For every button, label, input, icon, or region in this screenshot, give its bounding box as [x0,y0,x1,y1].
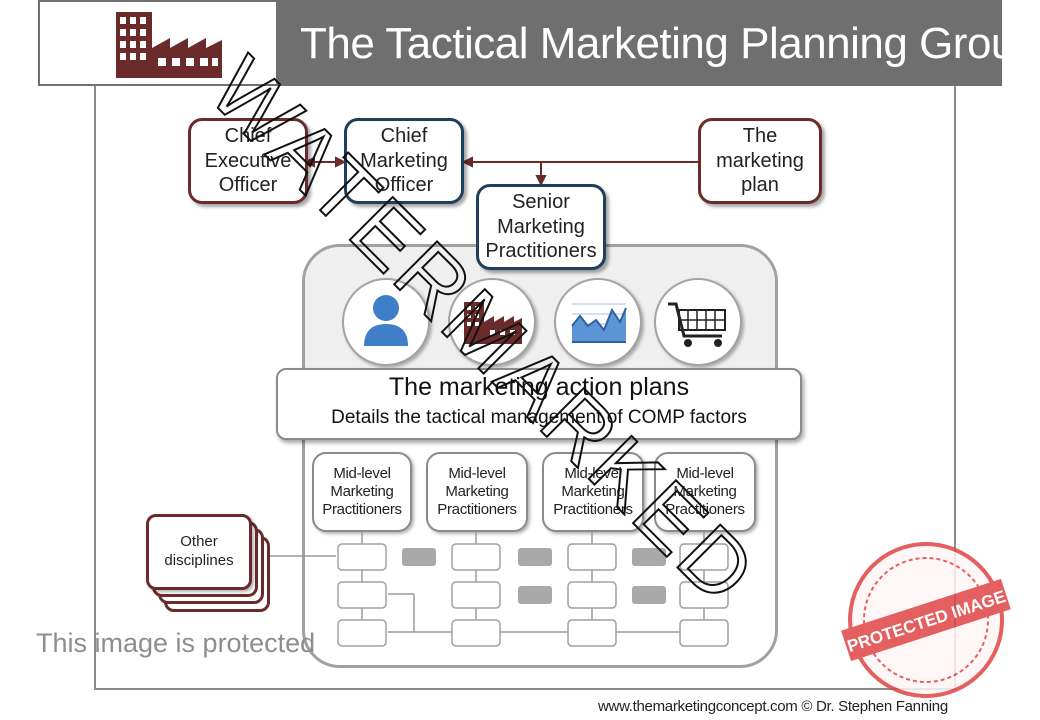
marketing-plan-label: The marketing plan [716,125,804,197]
diagram-frame [94,86,956,690]
senior-practitioners-node: Senior Marketing Practitioners [476,184,606,270]
shopping-cart-icon [654,278,742,366]
cmo-label: Chief Marketing Officer [360,125,448,197]
action-plans-title: The marketing action plans [388,373,690,401]
mid-level-node-4: Mid-level Marketing Practitioners [654,452,756,532]
mid-level-label: Mid-level Marketing Practitioners [553,464,633,519]
cmo-node: Chief Marketing Officer [344,118,464,204]
senior-practitioners-label: Senior Marketing Practitioners [485,191,597,263]
marketing-plan-node: The marketing plan [698,118,822,204]
factory-icon [448,278,536,366]
footer-credit: www.themarketingconcept.com © Dr. Stephe… [598,698,948,715]
mid-level-label: Mid-level Marketing Practitioners [437,464,517,519]
protected-notice: This image is protected [36,628,316,658]
mid-level-node-2: Mid-level Marketing Practitioners [426,452,528,532]
chart-icon [554,278,642,366]
action-plans-subtitle: Details the tactical management of COMP … [331,407,747,428]
ceo-label: Chief Executive Officer [204,125,292,197]
page-title: The Tactical Marketing Planning Group [300,19,1039,68]
logo [40,2,276,84]
other-disciplines-label: Other disciplines [164,533,234,569]
mid-level-label: Mid-level Marketing Practitioners [322,464,402,519]
factory-icon [116,12,222,78]
person-icon [342,278,430,366]
action-plans-box: The marketing action plans Details the t… [276,368,802,440]
other-disciplines-stack: Other disciplines [146,514,270,612]
other-disciplines-node: Other disciplines [146,514,252,590]
mid-level-node-1: Mid-level Marketing Practitioners [312,452,412,532]
ceo-node: Chief Executive Officer [188,118,308,204]
mid-level-label: Mid-level Marketing Practitioners [665,464,745,519]
mid-level-node-3: Mid-level Marketing Practitioners [542,452,644,532]
